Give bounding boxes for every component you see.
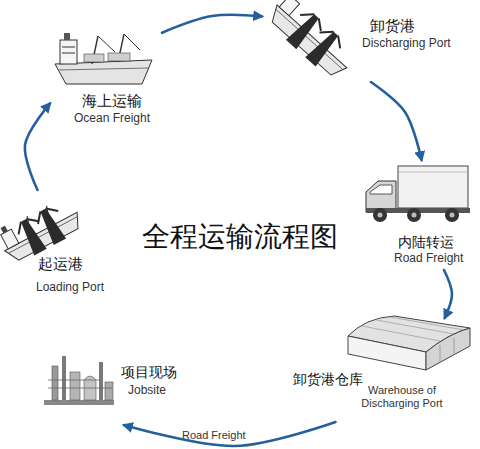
ship-illustration bbox=[64, 33, 70, 40]
ship-illustration bbox=[58, 68, 148, 70]
truck-illustration bbox=[412, 213, 417, 218]
truck-illustration bbox=[445, 208, 459, 222]
flow-arrow bbox=[444, 270, 452, 318]
flow-arrow bbox=[371, 82, 422, 160]
truck-illustration bbox=[373, 208, 387, 222]
factory-illustration bbox=[48, 380, 112, 388]
stage-name-english: Jobsite bbox=[128, 384, 178, 398]
stage-node: 起运港 Loading Port bbox=[0, 190, 125, 302]
factory-illustration bbox=[70, 372, 80, 400]
ship-illustration bbox=[124, 34, 140, 50]
stage-name-english: Warehouse of Discharging Port bbox=[352, 384, 452, 409]
ship-illustration bbox=[305, 29, 341, 67]
stage-node: 项目现场 Jobsite bbox=[40, 350, 180, 425]
ship-illustration bbox=[276, 9, 343, 69]
edge-group bbox=[25, 15, 452, 446]
truck-illustration bbox=[398, 172, 468, 173]
stage-name: 起运港 bbox=[38, 256, 118, 273]
stage-name-english: Discharging Port bbox=[362, 37, 460, 51]
ship-illustration bbox=[17, 217, 46, 255]
stage-name-english: Loading Port bbox=[36, 281, 124, 295]
ship-illustration bbox=[266, 5, 347, 80]
warehouse-illustration bbox=[362, 317, 464, 341]
ship-illustration bbox=[84, 54, 104, 62]
ship-illustration bbox=[264, 0, 362, 83]
stage-name-english: Road Freight bbox=[394, 252, 472, 266]
factory-illustration bbox=[105, 382, 113, 400]
stage-node: 卸货港仓库Warehouse of Discharging Port bbox=[290, 318, 472, 422]
ship-illustration bbox=[98, 36, 115, 52]
stage-name: 项目现场 bbox=[121, 364, 183, 380]
factory-illustration bbox=[99, 362, 103, 400]
ship-illustration bbox=[37, 207, 66, 245]
stage-node: 海上运输 Ocean Freight bbox=[50, 15, 162, 133]
flow-arrow bbox=[162, 15, 262, 33]
diagram-title: 全程运输流程图 bbox=[100, 218, 380, 256]
factory-illustration bbox=[52, 366, 58, 400]
warehouse-illustration bbox=[348, 316, 470, 370]
truck-illustration bbox=[450, 213, 455, 218]
ship-illustration bbox=[1, 226, 8, 234]
ship-illustration bbox=[108, 53, 130, 61]
stage-node: 卸货港 Discharging Port bbox=[262, 0, 460, 82]
truck-illustration bbox=[366, 166, 470, 222]
stage-node: 内陆转运 Road Freight bbox=[360, 160, 472, 270]
factory-illustration bbox=[44, 400, 114, 405]
ship-illustration bbox=[279, 0, 299, 16]
ship-illustration bbox=[14, 204, 59, 234]
factory-illustration bbox=[44, 356, 114, 405]
stage-name: 内陆转运 bbox=[398, 234, 472, 250]
flow-arrow bbox=[124, 422, 336, 446]
ship-illustration bbox=[62, 53, 75, 54]
factory-illustration bbox=[62, 356, 66, 400]
truck-illustration bbox=[378, 213, 383, 218]
warehouse-illustration bbox=[348, 336, 426, 370]
ship-illustration bbox=[55, 33, 152, 84]
truck-illustration bbox=[370, 185, 392, 194]
ship-illustration bbox=[292, 0, 300, 1]
truck-illustration bbox=[407, 208, 421, 222]
warehouse-illustration bbox=[426, 328, 470, 370]
truck-illustration bbox=[398, 166, 468, 208]
ship-illustration bbox=[60, 40, 77, 64]
flow-arrow bbox=[25, 104, 50, 191]
ship-illustration bbox=[286, 12, 322, 50]
stage-name: 海上运输 bbox=[82, 93, 157, 110]
truck-illustration bbox=[366, 181, 396, 212]
warehouse-illustration bbox=[440, 338, 454, 362]
stage-name: 卸货港 bbox=[370, 18, 450, 35]
edge-label: Road Freight bbox=[182, 429, 246, 441]
stage-name-english: Ocean Freight bbox=[74, 112, 162, 126]
ship-illustration bbox=[300, 8, 345, 50]
ship-illustration bbox=[62, 47, 75, 48]
